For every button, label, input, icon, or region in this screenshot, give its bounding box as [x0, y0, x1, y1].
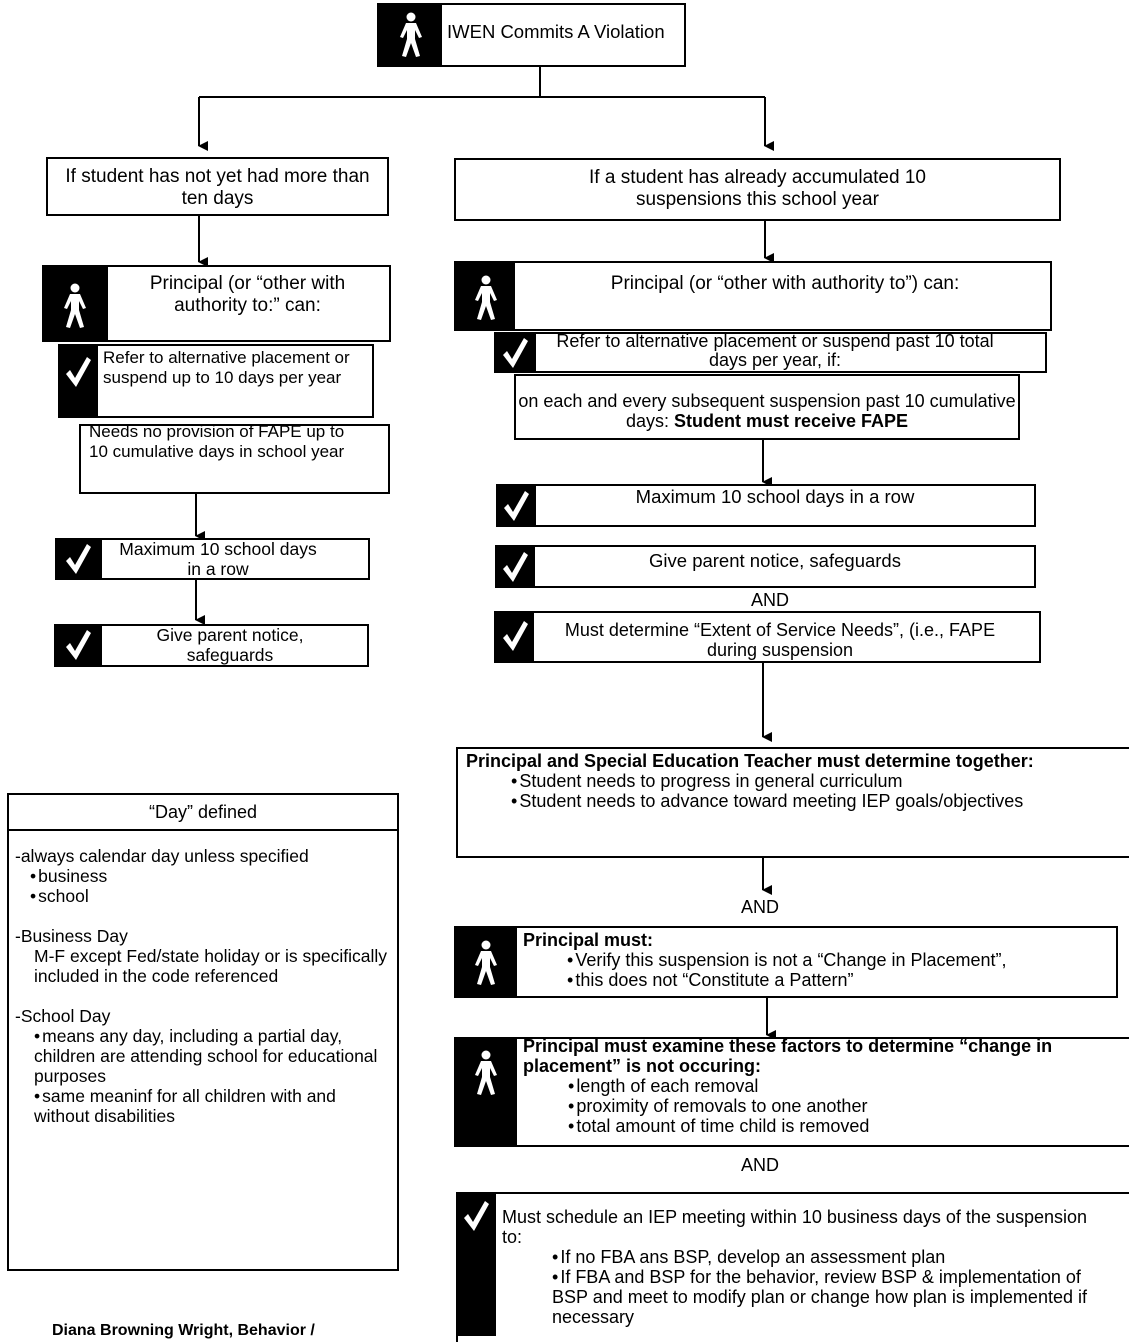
- right-principal-box: [454, 261, 1052, 331]
- person-icon: [475, 1050, 497, 1095]
- right-iep-body: Must schedule an IEP meeting within 10 b…: [502, 1207, 1102, 1327]
- right-principal-must-body: Principal must: Verify this suspension i…: [523, 930, 1113, 990]
- right-iep-item: If FBA and BSP for the behavior, review …: [552, 1267, 1102, 1327]
- right-principal-text: Principal (or “other with authority to”)…: [610, 273, 960, 294]
- left-fape-box: [79, 424, 390, 494]
- left-principal-text: Principal (or “other with authority to:”…: [149, 273, 346, 316]
- right-notice-icon-bg: [495, 545, 535, 588]
- right-extent-text: Must determine “Extent of Service Needs”…: [564, 620, 996, 660]
- checkmark-icon: [66, 544, 91, 574]
- left-notice-icon-bg: [54, 624, 102, 667]
- left-refer-text: Refer to alternative placement or suspen…: [103, 348, 350, 387]
- person-icon: [64, 283, 86, 328]
- right-refer-icon-bg: [494, 332, 536, 373]
- left-max-text: Maximum 10 school days in a row: [119, 539, 317, 579]
- checkmark-icon: [504, 491, 529, 521]
- right-together-item: Student needs to advance toward meeting …: [511, 791, 1128, 811]
- day-defined-title-box: [7, 793, 399, 831]
- right-subsequent-plain: on each and every subsequent suspension …: [518, 391, 1016, 431]
- checkmark-icon: [503, 552, 528, 582]
- day-always-item: school: [30, 886, 390, 906]
- right-iep-item: If no FBA ans BSP, develop an assessment…: [552, 1247, 1102, 1267]
- right-max-text: Maximum 10 school days in a row: [635, 486, 915, 507]
- left-fape-text: Needs no provision of FAPE up to 10 cumu…: [89, 422, 345, 461]
- and-label: AND: [740, 897, 779, 917]
- right-refer-box: [494, 332, 1047, 373]
- right-together-item: Student needs to progress in general cur…: [511, 771, 1128, 791]
- day-defined-title: “Day” defined: [148, 802, 258, 822]
- school-day-item: same meaninf for all children with and w…: [34, 1086, 390, 1126]
- day-defined-body: -always calendar day unless specified bu…: [15, 846, 390, 1126]
- right-examine-item: total amount of time child is removed: [568, 1116, 1127, 1136]
- person-icon: [475, 275, 497, 320]
- right-examine-title: Principal must examine these factors to …: [523, 1036, 1053, 1076]
- right-extent-icon-bg: [494, 611, 534, 663]
- right-examine-item: length of each removal: [568, 1076, 1127, 1096]
- right-principal-must-item: Verify this suspension is not a “Change …: [567, 950, 1113, 970]
- right-principal-must-item: this does not “Constitute a Pattern”: [567, 970, 1113, 990]
- left-notice-box: [54, 624, 369, 667]
- right-iep-title: Must schedule an IEP meeting within 10 b…: [502, 1207, 1088, 1247]
- and-label: AND: [750, 590, 789, 610]
- right-refer-text: Refer to alternative placement or suspen…: [556, 331, 994, 370]
- right-notice-text: Give parent notice, safeguards: [649, 550, 901, 571]
- violation-title: IWEN Commits A Violation: [447, 21, 665, 42]
- school-day-title: -School Day: [15, 1006, 111, 1026]
- business-day-body: M-F except Fed/state holiday or is speci…: [34, 946, 388, 986]
- right-notice-box: [495, 545, 1036, 588]
- right-examine-item: proximity of removals to one another: [568, 1096, 1127, 1116]
- right-principal-must-title: Principal must:: [523, 930, 654, 950]
- right-together-body: Principal and Special Education Teacher …: [466, 751, 1128, 811]
- right-together-title: Principal and Special Education Teacher …: [466, 751, 1034, 771]
- school-day-item: means any day, including a partial day, …: [34, 1026, 390, 1086]
- person-icon: [475, 940, 497, 985]
- checkmark-icon: [503, 621, 528, 651]
- right-subsequent-text: on each and every subsequent suspension …: [514, 391, 1020, 431]
- day-always-text: -always calendar day unless specified: [15, 846, 309, 866]
- day-always-item: business: [30, 866, 390, 886]
- right-subsequent-bold: Student must receive FAPE: [673, 411, 909, 431]
- left-refer-box: [58, 344, 374, 418]
- right-extent-box: [494, 611, 1041, 663]
- checkmark-icon: [66, 630, 91, 660]
- right-max-box: [496, 484, 1036, 527]
- right-examine-body: Principal must examine these factors to …: [523, 1036, 1127, 1136]
- and-label: AND: [740, 1155, 779, 1175]
- checkmark-icon: [464, 1201, 489, 1231]
- right-subsequent-box: [514, 374, 1020, 440]
- checkmark-icon: [503, 338, 528, 368]
- right-max-icon-bg: [496, 484, 536, 527]
- left-notice-text: Give parent notice, safeguards: [156, 625, 304, 665]
- left-condition-text: If student has not yet had more than ten…: [65, 166, 370, 209]
- right-iep-icon-bg: [456, 1192, 496, 1336]
- person-icon: [400, 12, 422, 57]
- right-condition-text: If a student has already accumulated 10 …: [589, 167, 926, 210]
- business-day-title: -Business Day: [15, 926, 128, 946]
- footer-author: Diana Browning Wright, Behavior /: [52, 1322, 315, 1339]
- checkmark-icon: [66, 357, 91, 387]
- right-condition-box: [454, 158, 1061, 221]
- left-condition-box: [46, 157, 389, 216]
